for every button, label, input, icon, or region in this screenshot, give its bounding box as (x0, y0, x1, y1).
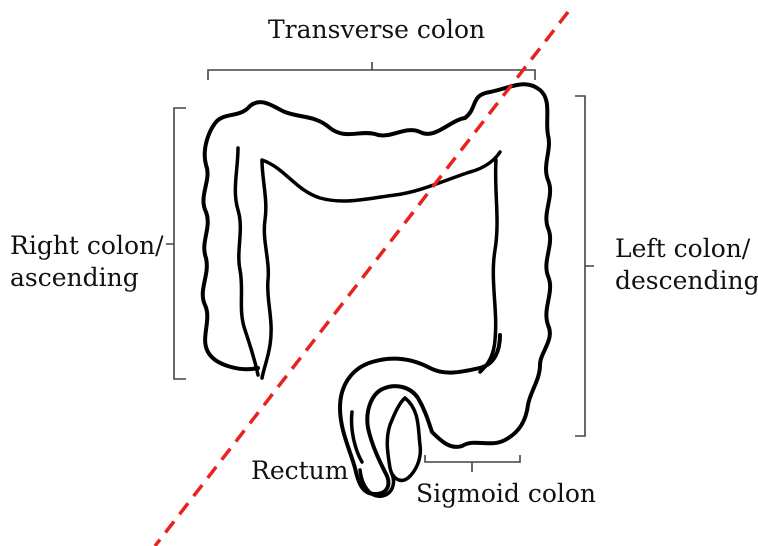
right-colon-label: Right colon/ ascending (10, 230, 164, 294)
transverse-colon-label: Transverse colon (268, 14, 485, 46)
colon-outer-outline (203, 84, 550, 494)
left-colon-label-line2: descending (615, 265, 758, 297)
left-colon-label: Left colon/ descending (615, 233, 758, 297)
left-colon-bracket (575, 96, 594, 436)
right-colon-label-line1: Right colon/ (10, 230, 164, 262)
sigmoid-bracket (425, 455, 520, 472)
cut-line (155, 12, 568, 546)
transverse-bracket (208, 62, 535, 80)
sigmoid-colon-label: Sigmoid colon (416, 478, 596, 510)
rectum-label: Rectum (251, 455, 348, 487)
left-colon-label-line1: Left colon/ (615, 233, 758, 265)
right-colon-bracket (166, 108, 186, 379)
right-colon-label-line2: ascending (10, 262, 164, 294)
